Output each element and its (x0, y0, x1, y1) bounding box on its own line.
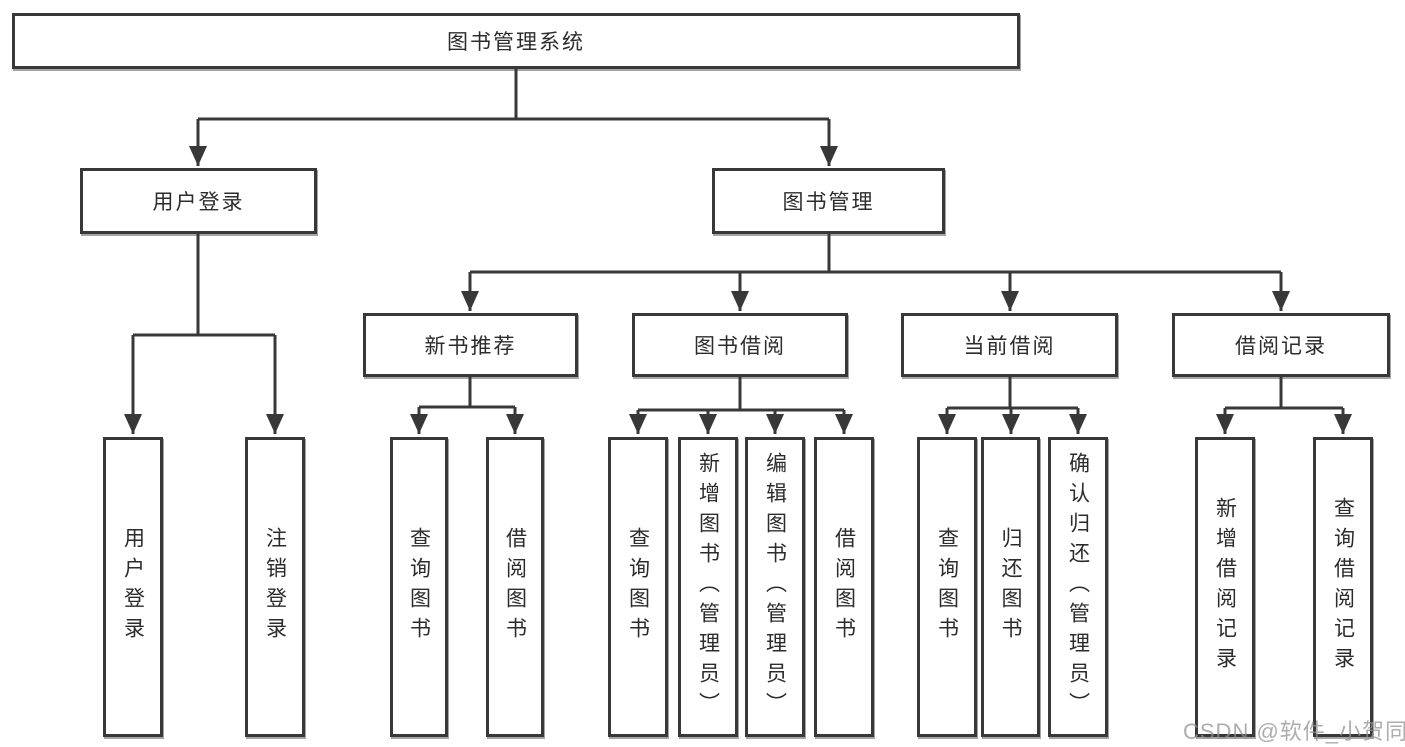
node-user-login: 用户登录 (80, 168, 317, 234)
watermark: CSDN @软件_小贺同学 (1183, 719, 1405, 744)
node-leaf-query-record-label: 查询借阅记录 (1331, 497, 1355, 677)
node-leaf-return-book: 归还图书 (981, 437, 1040, 737)
edge-trunk-book-mgmt (470, 234, 1281, 274)
node-current-borrow-label: 当前借阅 (963, 335, 1056, 358)
edge-trunk-root (198, 69, 829, 121)
node-leaf-query-book-2: 查询图书 (608, 437, 668, 737)
edge-trunk-book-borrow (638, 377, 844, 412)
node-book-mgmt: 图书管理 (712, 168, 945, 234)
edge-trunk-borrow-record (1225, 377, 1343, 410)
node-leaf-add-book: 新增图书（管理员） (678, 437, 738, 737)
node-leaf-query-book-2-label: 查询图书 (626, 527, 650, 647)
node-leaf-query-book-3-label: 查询图书 (935, 527, 959, 647)
node-leaf-query-book-3: 查询图书 (917, 437, 977, 737)
node-leaf-logout: 注销登录 (245, 437, 305, 737)
node-leaf-borrow-book-1: 借阅图书 (486, 437, 544, 737)
node-book-borrow-label: 图书借阅 (694, 335, 786, 358)
node-leaf-confirm-return: 确认归还（管理员） (1048, 437, 1108, 737)
node-current-borrow: 当前借阅 (901, 313, 1118, 377)
node-borrow-record-label: 借阅记录 (1235, 335, 1327, 358)
node-leaf-borrow-book-2: 借阅图书 (814, 437, 874, 737)
node-user-login-label: 用户登录 (152, 191, 245, 214)
edge-trunk-current-borrow (947, 377, 1078, 410)
node-root-label: 图书管理系统 (447, 31, 585, 54)
node-leaf-logout-label: 注销登录 (263, 527, 287, 647)
node-root: 图书管理系统 (12, 13, 1020, 69)
node-leaf-query-book-1-label: 查询图书 (407, 527, 431, 647)
node-leaf-query-record: 查询借阅记录 (1313, 437, 1373, 737)
node-leaf-query-book-1: 查询图书 (390, 437, 448, 737)
node-new-book-rec-label: 新书推荐 (424, 335, 517, 358)
node-leaf-return-book-label: 归还图书 (999, 527, 1022, 647)
node-leaf-confirm-return-label: 确认归还（管理员） (1066, 452, 1090, 722)
edge-trunk-new-book-rec (419, 377, 515, 409)
node-leaf-user-login: 用户登录 (103, 437, 163, 737)
node-leaf-borrow-book-1-label: 借阅图书 (503, 527, 527, 647)
node-leaf-user-login-label: 用户登录 (121, 527, 145, 647)
node-leaf-add-record-label: 新增借阅记录 (1213, 497, 1237, 677)
node-leaf-add-book-label: 新增图书（管理员） (696, 452, 720, 722)
node-leaf-add-record: 新增借阅记录 (1195, 437, 1255, 737)
node-leaf-edit-book: 编辑图书（管理员） (745, 437, 805, 737)
node-book-mgmt-label: 图书管理 (782, 191, 875, 214)
node-new-book-rec: 新书推荐 (363, 313, 578, 377)
edge-trunk-user-login (133, 234, 275, 337)
node-leaf-edit-book-label: 编辑图书（管理员） (763, 452, 787, 722)
node-book-borrow: 图书借阅 (632, 313, 848, 377)
node-borrow-record: 借阅记录 (1172, 313, 1390, 377)
node-leaf-borrow-book-2-label: 借阅图书 (832, 527, 856, 647)
